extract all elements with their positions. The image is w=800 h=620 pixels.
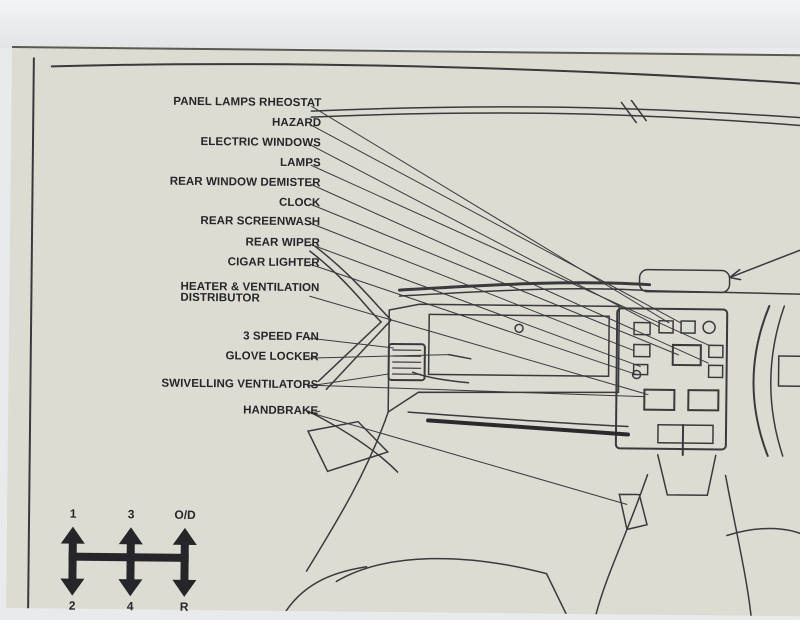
leader-swivelling-ventilators-right <box>308 385 644 397</box>
gear-label-4: 4 <box>110 599 150 613</box>
swivel-vent-left <box>644 390 674 410</box>
mirror-callout-line <box>730 246 800 279</box>
label-3-speed-fan: 3 SPEED FAN <box>243 330 319 343</box>
leader-glove-locker <box>309 353 449 359</box>
page-margin-line <box>28 58 34 608</box>
leader-heater-ventilation <box>308 296 649 395</box>
arrow-down-2 <box>60 579 84 596</box>
leader-clock <box>309 204 681 355</box>
tunnel-right <box>724 475 752 615</box>
console-knob <box>703 321 715 333</box>
dashboard-diagram <box>6 48 800 616</box>
gear-lever-boot <box>657 455 715 496</box>
console-switch-3 <box>681 321 695 333</box>
seat-left-edge <box>546 574 566 614</box>
leader-speed-fan <box>309 338 394 348</box>
label-cigar-lighter: CIGAR LIGHTER <box>228 256 320 269</box>
label-heater-line2: DISTRIBUTOR <box>180 293 319 305</box>
gear-label-3: 3 <box>111 507 151 521</box>
door-handle <box>308 421 389 472</box>
mirror-mount <box>621 100 646 122</box>
fan-grille-slats <box>393 350 421 374</box>
a-pillar-trim <box>309 251 382 382</box>
console-lower-panel <box>658 425 713 444</box>
a-pillar-trim-inner <box>313 246 391 390</box>
console-switch-5 <box>709 345 723 357</box>
gear-pattern-diagram <box>60 527 197 597</box>
gear-label-1: 1 <box>53 506 93 520</box>
glove-arrow <box>449 355 471 359</box>
label-swivelling-ventilators: SWIVELLING VENTILATORS <box>161 378 318 392</box>
arrow-up-3 <box>119 527 143 544</box>
arrow-down-r <box>172 580 196 597</box>
seat-left-top <box>336 557 546 583</box>
label-rear-wiper: REAR WIPER <box>245 236 320 249</box>
console-switch-7 <box>709 365 723 377</box>
label-panel-lamps-rheostat: PANEL LAMPS RHEOSTAT <box>173 96 321 110</box>
console-clock <box>673 345 701 365</box>
dash-shadow <box>428 420 628 434</box>
windscreen-top-line <box>52 62 800 84</box>
steering-wheel-arc <box>753 306 770 456</box>
label-electric-windows: ELECTRIC WINDOWS <box>201 136 322 149</box>
glove-box-outline <box>388 304 619 414</box>
arrow-down-4 <box>118 579 142 596</box>
leader-handbrake <box>307 412 628 504</box>
door-panel-edge <box>307 411 389 572</box>
label-heater-ventilation-distributor: HEATER & VENTILATION DISTRIBUTOR <box>180 282 319 305</box>
console-switch-2 <box>659 321 673 333</box>
gear-label-2: 2 <box>52 598 92 612</box>
gear-shaft-3-4 <box>126 542 134 584</box>
label-rear-window-demister: REAR WINDOW DEMISTER <box>170 176 321 190</box>
console-switch-4 <box>634 345 650 357</box>
label-hazard: HAZARD <box>272 117 321 130</box>
instrument-binnacle <box>778 356 800 386</box>
manual-page: PANEL LAMPS RHEOSTAT HAZARD ELECTRIC WIN… <box>6 46 800 616</box>
label-rear-screenwash: REAR SCREENWASH <box>200 215 320 228</box>
label-lamps: LAMPS <box>280 157 321 169</box>
leader-cigar-lighter <box>309 264 638 374</box>
gear-label-r: R <box>164 600 204 614</box>
gear-shaft-od-r <box>180 543 188 585</box>
dash-clock-pod <box>639 270 729 293</box>
gear-label-od: O/D <box>165 508 205 522</box>
gear-gate-bar <box>69 553 189 562</box>
gear-shaft-1-2 <box>68 542 76 584</box>
leader-rear-window-demister <box>309 184 711 363</box>
steering-wheel-inner <box>770 306 784 456</box>
label-glove-locker: GLOVE LOCKER <box>225 350 318 363</box>
arrow-up-od <box>173 528 197 545</box>
glove-lock <box>515 324 523 332</box>
swivel-vent-right <box>688 390 718 410</box>
label-handbrake: HANDBRAKE <box>243 404 318 417</box>
leader-rear-screenwash <box>309 223 635 350</box>
label-clock: CLOCK <box>279 197 321 209</box>
arrow-up-1 <box>61 527 85 544</box>
windscreen-frame-upper <box>311 105 800 119</box>
background-strip <box>0 0 800 48</box>
